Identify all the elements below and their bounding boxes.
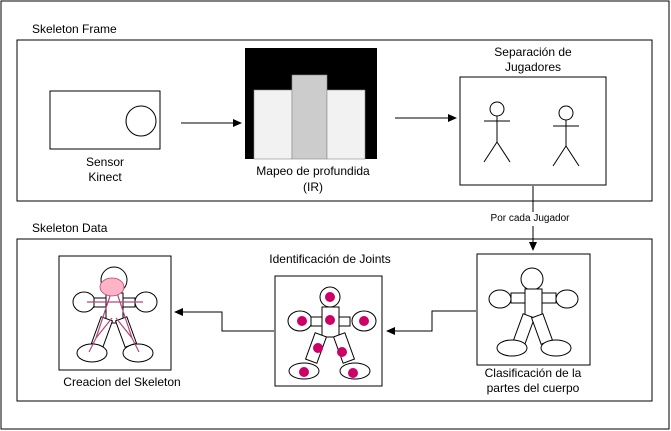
classification-label-line2: partes del cuerpo [486,381,580,395]
skeleton-data-container [16,238,653,402]
separation-label-line1: Separación de [494,45,572,59]
skeleton-frame-container [16,39,653,202]
classification-label-line1: Clasificación de la [484,366,582,380]
separation-box [459,76,607,186]
joint-markers [297,292,369,378]
skeleton-label: Creacion del Skeleton [63,375,181,389]
joints-label: Identificación de Joints [269,252,391,266]
depth-map-icon [245,48,377,160]
per-player-edge-label: Por cada Jugador [488,212,572,226]
depth-label-line1: Mapeo de profundida [256,164,370,178]
sensor-label-line1: Sensor [85,155,125,169]
depth-label-line2: (IR) [303,180,323,194]
separation-label-line2: Jugadores [504,60,562,74]
skeleton-data-title: Skeleton Data [32,221,108,235]
sensor-icon [49,90,161,150]
skeleton-bones [87,289,143,353]
person-icon [552,105,580,167]
skeleton-head-highlight [99,277,125,297]
arrow-classification-to-joints [386,310,476,335]
sensor-label-line2: Kinect [88,170,122,184]
body-parts-icon [476,253,591,366]
arrow-joints-to-skeleton [174,308,274,332]
person-icon [483,101,511,163]
skeleton-icon [58,255,172,371]
skeleton-frame-title: Skeleton Frame [32,22,117,36]
